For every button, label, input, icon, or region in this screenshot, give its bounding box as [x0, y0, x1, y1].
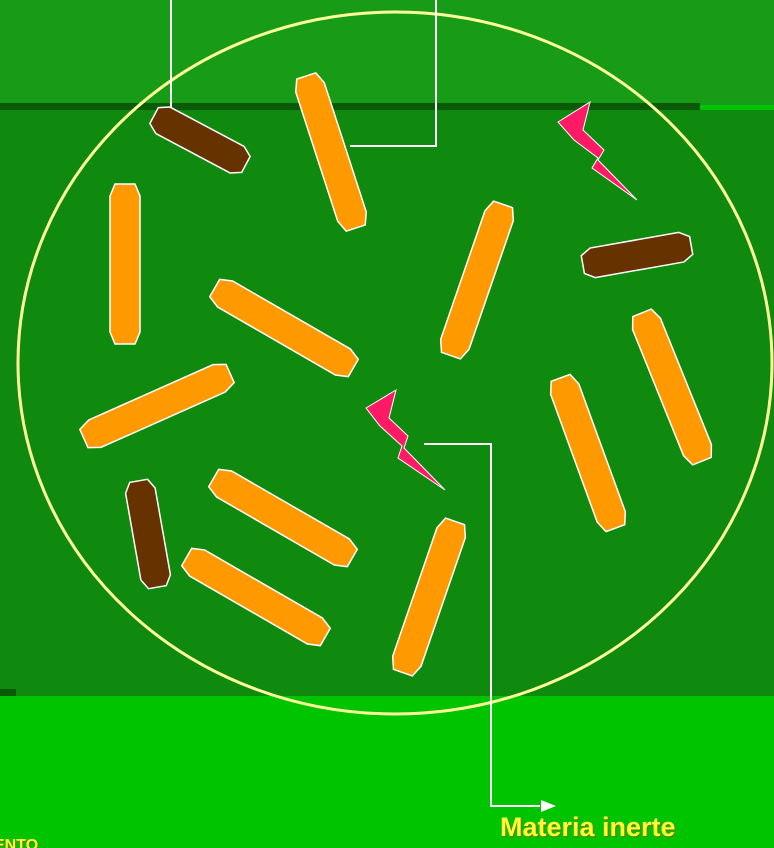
- seed-pure: [110, 184, 140, 344]
- inert-matter-label: Materia inerte: [500, 814, 676, 841]
- band-shadow-top: [0, 103, 700, 110]
- cut-off-label: ENTO: [0, 838, 38, 848]
- background-top-band: [0, 0, 774, 105]
- band-shadow-bottom: [0, 689, 16, 696]
